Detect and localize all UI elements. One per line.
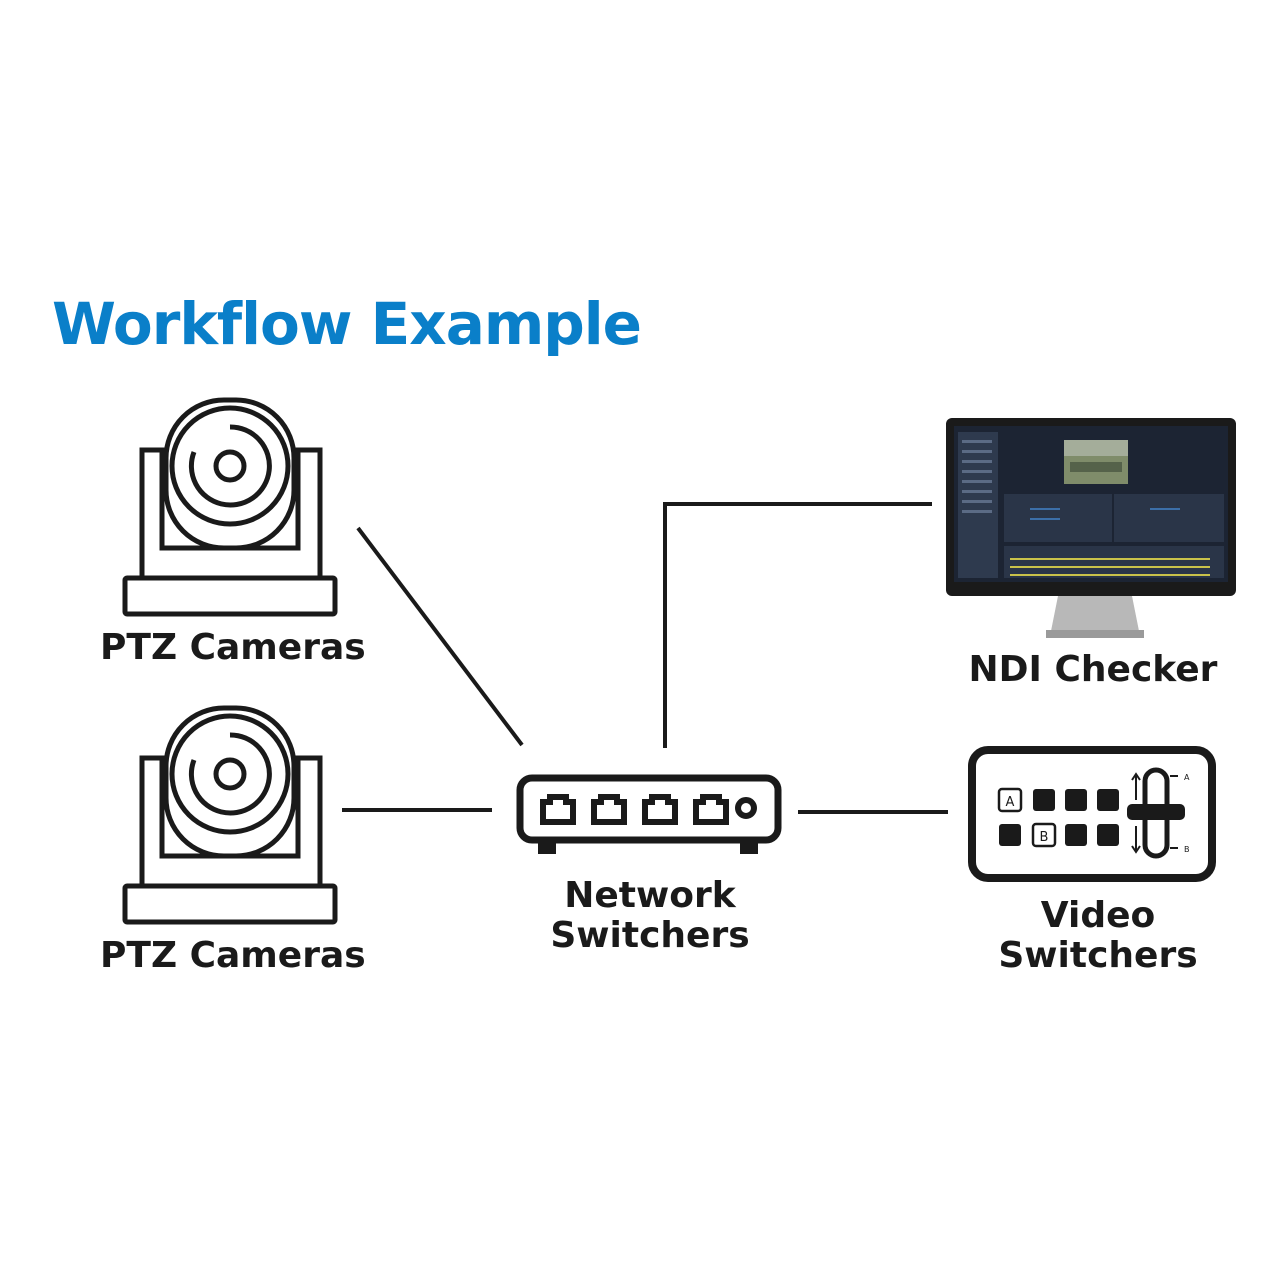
switcher-button-a (997, 787, 1023, 813)
fader-bottom-label: B (1184, 845, 1190, 854)
connectors (342, 502, 948, 814)
screen-sidebar (958, 432, 998, 578)
video-switcher-label-line2: Switchers (998, 935, 1198, 976)
connector-camera-top-to-switch (356, 526, 524, 747)
network-switch-icon (516, 774, 782, 854)
fader-top-label: A (1184, 773, 1190, 782)
camera-bottom-label: PTZ Cameras (100, 935, 366, 976)
switcher-button-b-label: B (1040, 830, 1049, 845)
switcher-button-a-label: A (1006, 795, 1015, 810)
video-switcher-icon: A B A B (968, 746, 1216, 882)
switch-ports (540, 794, 757, 825)
fader-arrows (1131, 772, 1178, 854)
ndi-checker-label: NDI Checker (968, 649, 1218, 690)
network-switch-label: Network Switchers (530, 876, 770, 956)
video-switcher-label: Video Switchers (978, 896, 1218, 976)
ptz-camera-icon (122, 397, 338, 617)
network-switch-label-line2: Switchers (550, 915, 750, 956)
network-switch-label-line1: Network (564, 875, 736, 916)
connector-switch-to-ndi-checker (663, 502, 932, 748)
ptz-camera-icon (122, 705, 338, 925)
switcher-button-b (1031, 822, 1057, 848)
monitor-icon (946, 418, 1236, 638)
page-title: Workflow Example (52, 290, 642, 358)
fader-handle (1127, 804, 1185, 820)
video-switcher-label-line1: Video (1040, 895, 1156, 936)
camera-top-label: PTZ Cameras (100, 627, 366, 668)
